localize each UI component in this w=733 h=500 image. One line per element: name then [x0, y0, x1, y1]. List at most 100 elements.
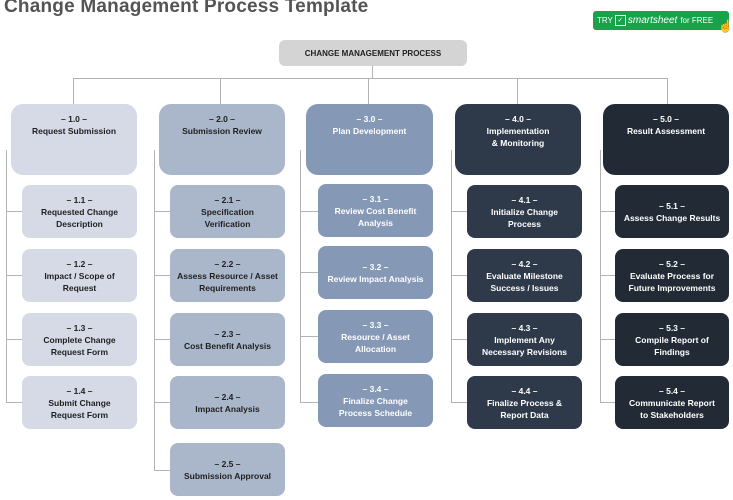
column-4-drop [517, 78, 518, 104]
free-label: for FREE [680, 16, 714, 25]
brand-label: smartsheet [627, 15, 678, 26]
column-5-drop [667, 78, 668, 104]
step-3-1: – 3.1 – Review Cost Benefit Analysis [318, 184, 433, 237]
step-5-4: – 5.4 – Communicate Report to Stakeholde… [615, 376, 729, 429]
branch-3-2 [300, 272, 318, 273]
branch-4-1 [451, 211, 467, 212]
step-number: – 1.1 – [66, 194, 93, 205]
column-3-drop [368, 78, 369, 104]
step-4-0-implementation-monitoring: – 4.0 – Implementation & Monitoring [455, 104, 581, 175]
step-number: – 1.4 – [66, 385, 93, 396]
step-number: – 4.3 – [511, 322, 538, 333]
step-number: – 2.3 – [214, 328, 241, 339]
step-number: – 2.0 – [209, 114, 235, 124]
branch-1-3 [6, 339, 22, 340]
step-number: – 5.0 – [653, 114, 679, 124]
step-label: Compile Report of Findings [635, 334, 709, 357]
step-2-4: – 2.4 – Impact Analysis [170, 376, 285, 429]
branch-3-1 [300, 211, 318, 212]
step-5-2: – 5.2 – Evaluate Process for Future Impr… [615, 249, 729, 302]
step-label: Communicate Report to Stakeholders [629, 397, 715, 420]
step-2-2: – 2.2 – Assess Resource / Asset Requirem… [170, 249, 285, 302]
column-2-spine [154, 150, 155, 470]
step-number: – 2.2 – [214, 258, 241, 269]
step-1-0-request-submission: – 1.0 – Request Submission [11, 104, 137, 175]
branch-2-4 [154, 402, 170, 403]
step-label: Impact / Scope of Request [44, 270, 115, 293]
branch-2-2 [154, 275, 170, 276]
step-number: – 4.1 – [511, 194, 538, 205]
step-number: – 3.2 – [362, 261, 389, 272]
step-label: Implement Any Necessary Revisions [481, 334, 568, 357]
step-4-2: – 4.2 – Evaluate Milestone Success / Iss… [467, 249, 582, 302]
branch-4-3 [451, 339, 467, 340]
step-label: Request Submission [31, 126, 117, 136]
step-label: Review Impact Analysis [327, 273, 424, 284]
step-2-1: – 2.1 – Specification Verification [170, 185, 285, 238]
branch-2-3 [154, 339, 170, 340]
step-number: – 5.1 – [659, 200, 685, 211]
step-number: – 4.0 – [505, 114, 531, 124]
step-label: Cost Benefit Analysis [183, 340, 272, 351]
try-smartsheet-button[interactable]: TRY ✓ smartsheet for FREE ☝ [593, 11, 733, 33]
root-label: CHANGE MANAGEMENT PROCESS [304, 48, 442, 58]
checkmark-icon: ✓ [614, 15, 626, 26]
step-label: Finalize Process & Report Data [486, 397, 563, 420]
step-label: Specification Verification [201, 206, 254, 229]
step-1-1: – 1.1 – Requested Change Description [22, 185, 137, 238]
branch-4-4 [451, 402, 467, 403]
step-2-3: – 2.3 – Cost Benefit Analysis [170, 313, 285, 366]
branch-1-2 [6, 275, 22, 276]
root-node: CHANGE MANAGEMENT PROCESS [279, 40, 467, 66]
cursor-icon: ☝ [718, 19, 733, 33]
step-label: Evaluate Process for Future Improvements [628, 270, 716, 293]
step-number: – 3.1 – [362, 193, 389, 204]
step-number: – 3.3 – [362, 319, 389, 330]
step-label: Submit Change Request Form [48, 397, 111, 420]
step-3-2: – 3.2 – Review Impact Analysis [318, 246, 433, 299]
step-number: – 5.2 – [659, 258, 685, 269]
step-label: Requested Change Description [41, 206, 118, 229]
step-number: – 4.4 – [511, 385, 538, 396]
step-label: Complete Change Request Form [43, 334, 116, 357]
step-3-3: – 3.3 – Resource / Asset Allocation [318, 310, 433, 363]
step-2-5: – 2.5 – Submission Approval [170, 443, 285, 496]
step-label: Submission Review [182, 126, 262, 136]
step-number: – 4.2 – [511, 258, 538, 269]
step-number: – 3.0 – [356, 114, 383, 124]
step-label: Impact Analysis [195, 403, 260, 414]
step-label: Finalize Change Process Schedule [338, 395, 413, 418]
step-3-0-plan-development: – 3.0 – Plan Development [306, 104, 433, 175]
step-5-3: – 5.3 – Compile Report of Findings [615, 313, 729, 366]
branch-4-2 [451, 275, 467, 276]
branch-5-1 [600, 211, 616, 212]
step-1-2: – 1.2 – Impact / Scope of Request [22, 249, 137, 302]
step-4-3: – 4.3 – Implement Any Necessary Revision… [467, 313, 582, 366]
step-3-4: – 3.4 – Finalize Change Process Schedule [318, 374, 433, 427]
try-label: TRY [597, 16, 613, 25]
branch-5-2 [600, 275, 616, 276]
step-5-1: – 5.1 – Assess Change Results [615, 185, 729, 238]
step-number: – 1.0 – [61, 114, 87, 124]
step-number: – 2.1 – [214, 194, 241, 205]
column-4-spine [451, 150, 452, 402]
step-2-0-submission-review: – 2.0 – Submission Review [159, 104, 285, 175]
page-title: Change Management Process Template [4, 0, 369, 17]
step-label: Evaluate Milestone Success / Issues [486, 270, 563, 293]
step-4-1: – 4.1 – Initialize Change Process [467, 185, 582, 238]
step-1-4: – 1.4 – Submit Change Request Form [22, 376, 137, 429]
step-number: – 5.3 – [659, 322, 685, 333]
step-number: – 2.5 – [214, 458, 241, 469]
step-1-3: – 1.3 – Complete Change Request Form [22, 313, 137, 366]
branch-2-1 [154, 211, 170, 212]
step-number: – 1.2 – [66, 258, 93, 269]
step-label: Review Cost Benefit Analysis [334, 205, 417, 228]
column-1-drop [73, 78, 74, 104]
branch-1-1 [6, 211, 22, 212]
step-label: Submission Approval [183, 470, 272, 481]
step-label: Resource / Asset Allocation [341, 331, 410, 354]
column-5-spine [600, 150, 601, 402]
column-2-drop [220, 78, 221, 104]
step-label: Plan Development [332, 126, 407, 136]
column-1-spine [6, 150, 7, 402]
